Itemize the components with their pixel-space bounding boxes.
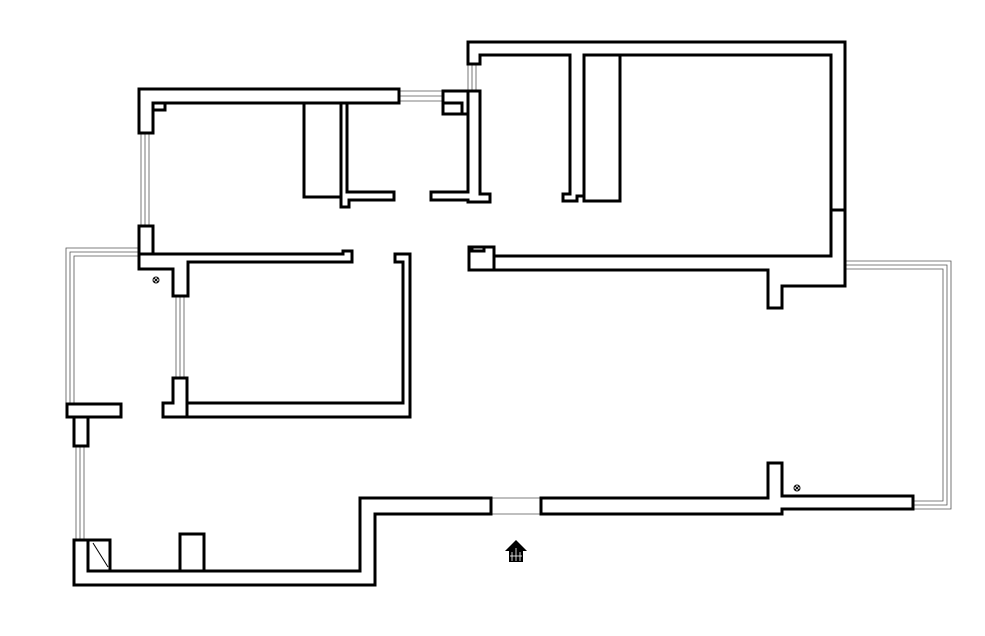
wall-bottom-left-box (86, 538, 112, 573)
window-top-left (399, 90, 443, 102)
wall-closet-b (339, 101, 396, 209)
wall-bottom-left (72, 496, 493, 587)
windows (65, 64, 952, 540)
wall-bottom-right (539, 461, 915, 516)
house-arrow-icon (505, 540, 527, 562)
wall-corridor-top (137, 249, 354, 298)
window-left-upper (140, 134, 150, 226)
wall-bottom-pillar (178, 532, 206, 573)
wall-middle-column (429, 89, 492, 204)
wall-door-stub-inner (470, 245, 486, 253)
window-inner-left (175, 296, 185, 378)
circled-x-icon (152, 276, 160, 284)
wall-inner-room (185, 252, 412, 419)
appliance-diagonal (92, 542, 109, 568)
wall-balcony-beam (65, 402, 123, 419)
wall-right-lower (492, 208, 847, 310)
circled-x-icon (793, 484, 801, 492)
wall-upper-left-room (137, 87, 401, 135)
wall-balcony-post (72, 415, 90, 448)
balcony-left-rail (65, 247, 139, 540)
entrance-door-opening (491, 497, 541, 515)
wall-wardrobe (582, 53, 622, 203)
wall-closet-a (302, 101, 343, 199)
wall-corner-notch (151, 101, 167, 112)
wall-door-stub (467, 245, 496, 272)
drain-symbols (152, 276, 801, 492)
balcony-right-rail (846, 260, 952, 510)
wall-top-pier-inner (441, 101, 464, 116)
wall-left-lower-jamb (137, 224, 155, 256)
wall-inner-room-jamb (161, 376, 189, 419)
window-top-middle (467, 64, 477, 91)
wall-upper-right-room (466, 40, 847, 212)
walls (65, 40, 915, 587)
